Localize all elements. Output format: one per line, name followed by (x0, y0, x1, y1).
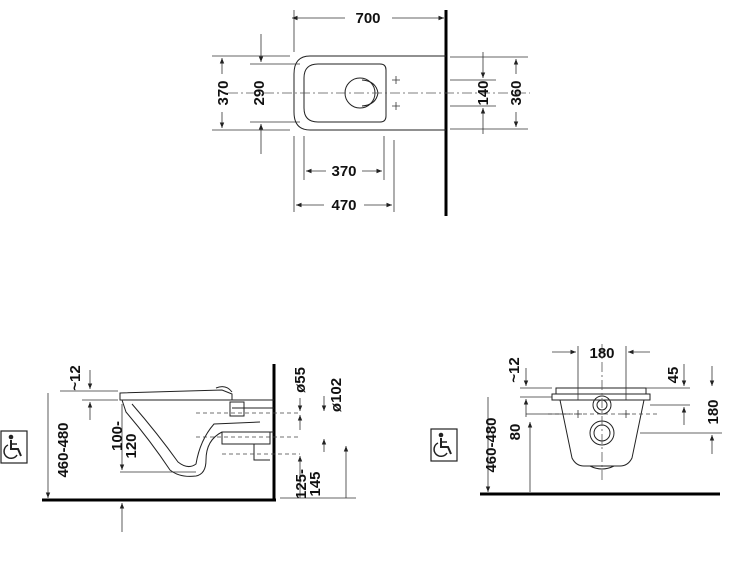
side-dim-outlet-1: 100- (109, 421, 126, 451)
dim-290: 290 (251, 80, 268, 105)
dim-360: 360 (508, 80, 525, 105)
side-dim-outlet-diameter: ø102 (328, 378, 345, 412)
side-view: ~12 460-480 100- 120 ø55 ø102 125- 145 (42, 364, 356, 532)
dim-470: 470 (331, 197, 356, 214)
wheelchair-accessible-icon (430, 428, 458, 462)
front-dim-height: 460-480 (483, 417, 500, 472)
front-dim-bolt-height: 80 (507, 424, 524, 441)
dim-140: 140 (475, 80, 492, 105)
front-view: 180 ~12 460-480 80 45 180 (480, 344, 722, 496)
front-dim-seat-offset: ~12 (506, 357, 523, 382)
side-dim-bottom-2: 145 (307, 471, 324, 496)
side-dim-height: 460-480 (55, 422, 72, 477)
wheelchair-accessible-icon (0, 430, 28, 464)
dim-370-bottom: 370 (331, 163, 356, 180)
front-dim-top-offset: 45 (665, 367, 682, 384)
front-dim-bolt-to-top: 180 (705, 399, 722, 424)
dim-370-left: 370 (215, 80, 232, 105)
side-dim-inlet-diameter: ø55 (292, 367, 309, 393)
side-dim-seat-offset: ~12 (67, 365, 84, 390)
front-dim-bolt-spacing: 180 (589, 345, 614, 362)
top-view: 700 370 290 140 360 370 (212, 10, 530, 216)
side-dim-outlet-2: 120 (123, 433, 140, 458)
dim-700: 700 (355, 10, 380, 27)
side-dim-bottom-1: 125- (293, 469, 310, 499)
